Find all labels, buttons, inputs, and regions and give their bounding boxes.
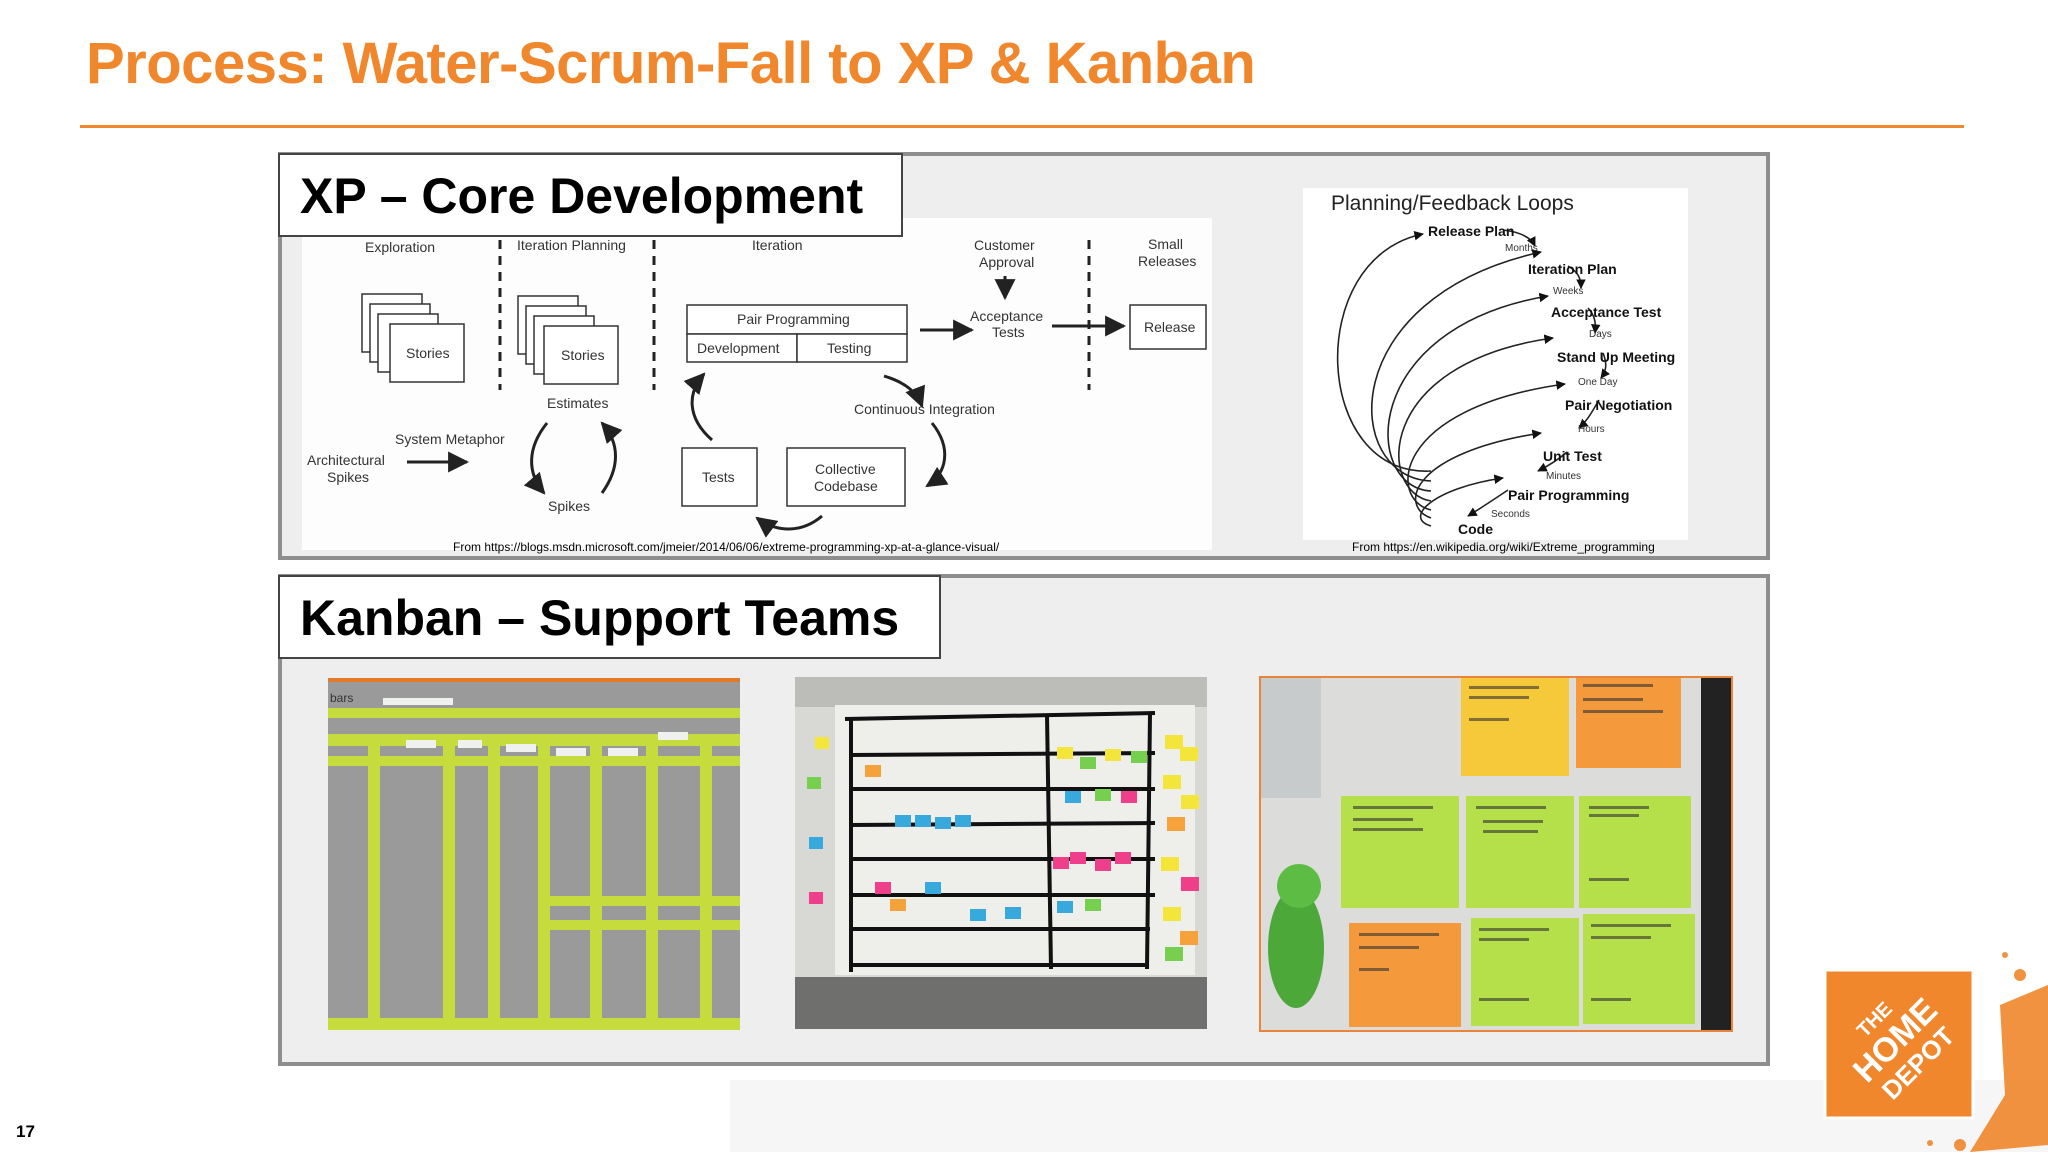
loop-step-1: Release Plan	[1428, 223, 1514, 239]
xp-label: XP – Core Development	[278, 153, 903, 237]
collective-codebase-line1: Collective	[815, 461, 876, 477]
loop-step-5: Pair Negotiation	[1565, 397, 1672, 413]
loop-interval-3: Days	[1589, 329, 1612, 340]
loop-step-4: Stand Up Meeting	[1557, 349, 1675, 365]
loop-step-8: Code	[1458, 521, 1493, 537]
stories-label-2: Stories	[561, 347, 605, 363]
architectural-spikes-line2: Spikes	[327, 469, 369, 485]
loop-interval-2: Weeks	[1553, 286, 1583, 297]
loop-interval-4: One Day	[1578, 377, 1617, 388]
small-releases-line1: Small	[1148, 236, 1183, 252]
collective-codebase-line2: Codebase	[814, 478, 878, 494]
phase-iteration: Iteration	[752, 237, 803, 253]
customer-approval-line2: Approval	[979, 254, 1034, 270]
development-label: Development	[697, 340, 780, 356]
spikes-label: Spikes	[548, 498, 590, 514]
acceptance-tests-line2: Tests	[992, 324, 1025, 340]
kanban-board-photo-1: bars	[328, 678, 740, 1030]
phase-iteration-planning: Iteration Planning	[517, 237, 626, 253]
loops-source[interactable]: From https://en.wikipedia.org/wiki/Extre…	[1352, 540, 1655, 554]
loop-step-6: Unit Test	[1543, 448, 1602, 464]
loop-interval-7: Seconds	[1491, 509, 1530, 520]
xp-diagram-source[interactable]: From https://blogs.msdn.microsoft.com/jm…	[453, 540, 1000, 554]
loop-step-2: Iteration Plan	[1528, 261, 1617, 277]
pair-programming-label: Pair Programming	[737, 311, 850, 327]
loop-step-7: Pair Programming	[1508, 487, 1629, 503]
architectural-spikes-line1: Architectural	[307, 452, 385, 468]
estimates-label: Estimates	[547, 395, 608, 411]
release-label: Release	[1144, 319, 1196, 335]
tests-label: Tests	[702, 469, 735, 485]
system-metaphor-label: System Metaphor	[395, 431, 505, 447]
stories-label-1: Stories	[406, 345, 450, 361]
loop-interval-6: Minutes	[1546, 471, 1581, 482]
loops-title: Planning/Feedback Loops	[1331, 192, 1574, 215]
loop-interval-1: Months	[1505, 243, 1538, 254]
phase-exploration: Exploration	[365, 239, 435, 255]
xp-process-diagram: Exploration Iteration Planning Iteration…	[302, 218, 1212, 550]
acceptance-tests-line1: Acceptance	[970, 308, 1043, 324]
title-underline	[80, 125, 1964, 128]
kanban-board-photo-2	[795, 677, 1207, 1029]
page-number: 17	[16, 1122, 35, 1141]
testing-label: Testing	[827, 340, 871, 356]
photo1-caption: bars	[330, 691, 353, 705]
kanban-label: Kanban – Support Teams	[278, 575, 941, 659]
home-depot-logo: THE HOME DEPOT	[1820, 945, 2048, 1152]
loop-step-3: Acceptance Test	[1551, 304, 1662, 320]
loop-interval-5: Hours	[1578, 424, 1605, 435]
continuous-integration-label: Continuous Integration	[854, 401, 995, 417]
planning-feedback-loops-diagram: Planning/Feedback Loops Release Plan Ite…	[1303, 188, 1688, 540]
customer-approval-line1: Customer	[974, 237, 1035, 253]
small-releases-line2: Releases	[1138, 253, 1196, 269]
slide-title: Process: Water-Scrum-Fall to XP & Kanban	[86, 31, 1256, 96]
kanban-board-photo-3	[1259, 676, 1733, 1032]
